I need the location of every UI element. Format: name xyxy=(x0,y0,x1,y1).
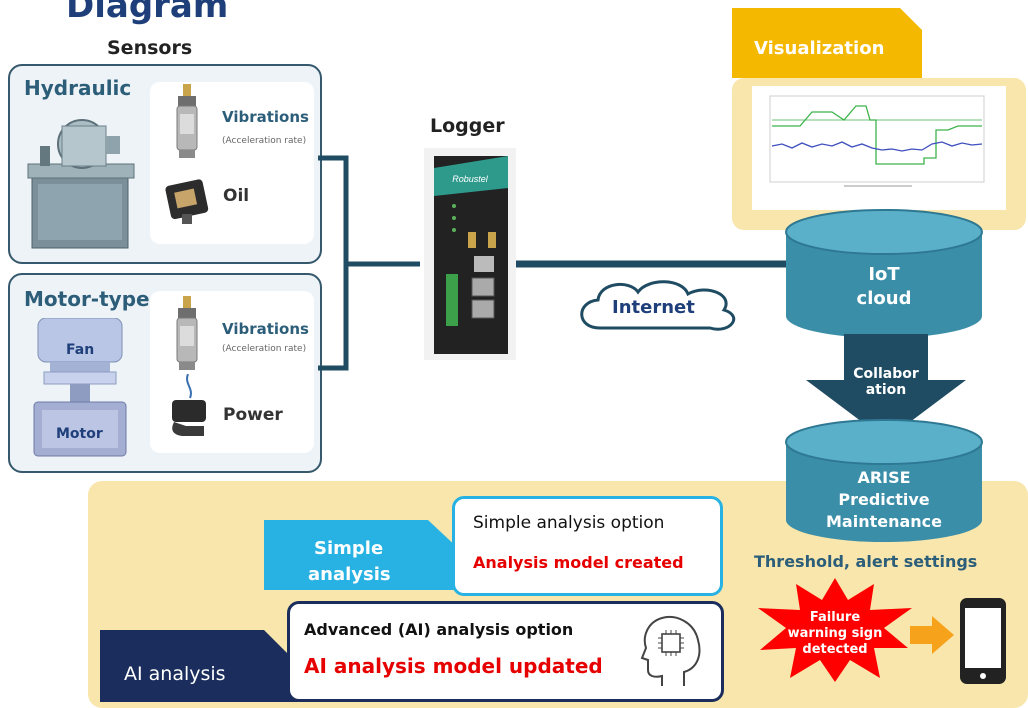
iot-cloud-label-1: IoT xyxy=(868,264,900,285)
motor-label: Motor xyxy=(56,426,103,442)
ai-option-box: Advanced (AI) analysis option AI analysi… xyxy=(287,601,724,702)
failure-starburst xyxy=(758,578,912,682)
vibration-sensor-icon xyxy=(176,296,198,370)
ai-tag-label: AI analysis xyxy=(124,663,226,685)
visualization-tag xyxy=(732,8,922,78)
oil-sensor-icon xyxy=(165,179,209,224)
simple-option-box: Simple analysis option Analysis model cr… xyxy=(452,496,723,596)
simple-option-text: Simple analysis option xyxy=(473,513,665,533)
simple-tag-line-1: Simple xyxy=(314,538,384,559)
hydraulic-unit-image xyxy=(27,119,135,249)
threshold-label: Threshold, alert settings xyxy=(754,552,978,571)
internet-label: Internet xyxy=(612,297,695,318)
smartphone-icon xyxy=(960,598,1006,684)
visualization-label: Visualization xyxy=(754,38,885,59)
svg-text:Robustel: Robustel xyxy=(452,174,489,184)
monitoring-chart-image xyxy=(752,86,1006,210)
collaboration-label-2: ation xyxy=(865,382,907,398)
power-clamp-icon xyxy=(172,374,206,436)
arise-label-2: Predictive xyxy=(838,490,930,509)
hydraulic-sensor-box: Hydraulic xyxy=(8,64,322,264)
logger-device-image: Robustel xyxy=(424,148,516,360)
ai-head-icon xyxy=(640,616,701,686)
arise-label-1: ARISE xyxy=(857,468,911,487)
diagram-title: Diagram xyxy=(66,0,229,26)
oil-label: Oil xyxy=(223,186,250,206)
sensors-heading: Sensors xyxy=(107,37,193,59)
notify-arrow xyxy=(910,616,954,654)
motor-vibrations-label: Vibrations xyxy=(222,320,309,338)
iot-cloud-label-2: cloud xyxy=(856,288,912,309)
hydraulic-vibrations-sub: (Acceleration rate) xyxy=(222,136,307,146)
vibration-sensor-icon xyxy=(176,84,198,158)
simple-result-text: Analysis model created xyxy=(473,553,684,572)
simple-tag-line-2: analysis xyxy=(308,564,391,585)
motor-title: Motor-type xyxy=(24,287,150,311)
iot-cloud-cylinder xyxy=(785,209,983,338)
simple-analysis-tag xyxy=(264,520,460,590)
logger-heading: Logger xyxy=(430,115,505,137)
collaboration-label-1: Collabor xyxy=(853,366,919,382)
ai-result-text: AI analysis model updated xyxy=(304,654,603,678)
fan-label: Fan xyxy=(66,342,95,358)
power-label: Power xyxy=(223,405,283,425)
hydraulic-title: Hydraulic xyxy=(24,76,132,100)
failure-label-2: warning sign xyxy=(787,626,883,641)
arise-label-3: Maintenance xyxy=(825,512,942,531)
motor-unit-image xyxy=(33,318,127,457)
collaboration-arrow xyxy=(806,334,966,440)
arise-cylinder xyxy=(785,419,983,542)
hydraulic-vibrations-label: Vibrations xyxy=(222,108,309,126)
motor-vibrations-sub: (Acceleration rate) xyxy=(222,344,307,354)
failure-label-1: Failure xyxy=(809,610,861,625)
ai-option-text: Advanced (AI) analysis option xyxy=(304,620,574,639)
failure-label-3: detected xyxy=(802,642,868,657)
internet-cloud-icon xyxy=(580,280,736,331)
ai-analysis-tag xyxy=(100,630,298,702)
